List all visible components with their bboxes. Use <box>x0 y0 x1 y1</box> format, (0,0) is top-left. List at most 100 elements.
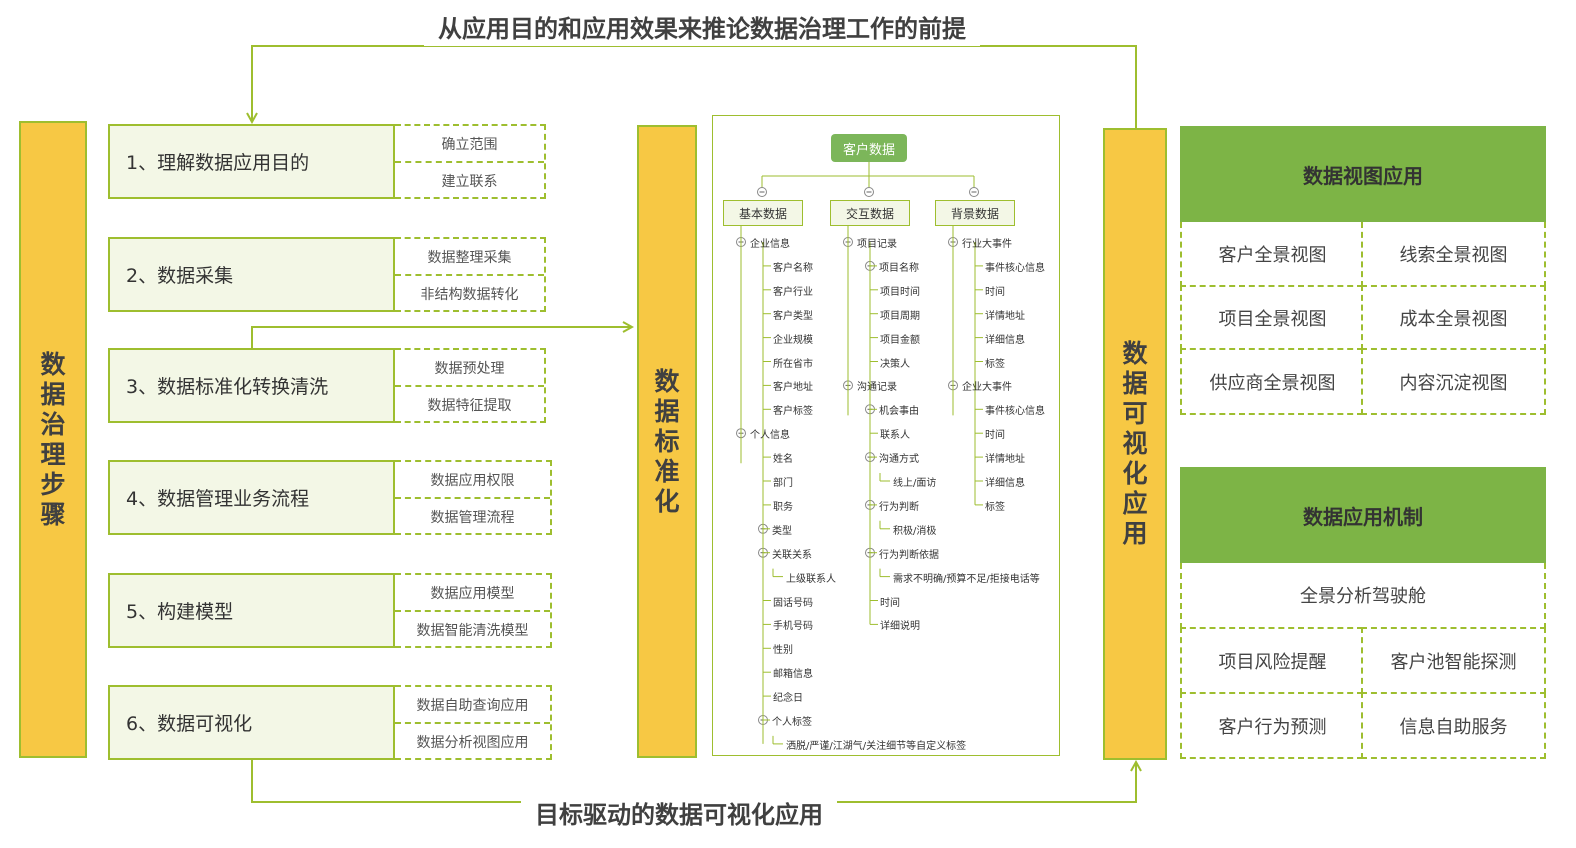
mechanism-cell: 客户行为预测 <box>1180 692 1363 759</box>
tree-node: 时间 <box>985 286 1005 298</box>
step-sub-item: 数据应用权限 <box>430 472 515 489</box>
visualization-app-label: 数据可视化应用 <box>1122 339 1148 548</box>
top-loop-line <box>252 45 1137 128</box>
tree-node: 标签 <box>985 501 1005 513</box>
tree-node: 纪念日 <box>773 693 803 705</box>
tree-node: 事件核心信息 <box>985 262 1045 274</box>
standardize-arrow <box>251 327 632 348</box>
tree-node: 关联关系 <box>772 549 812 561</box>
tree-node: 客户类型 <box>773 310 813 322</box>
step-sub-item: 数据智能清洗模型 <box>416 622 529 639</box>
tree-root: 客户数据 <box>831 134 907 162</box>
tree-node: 上级联系人 <box>786 573 836 585</box>
tree-node: 时间 <box>880 597 900 609</box>
standardization-bar: 数据标准化 <box>637 125 697 758</box>
tree-node: 行为判断依据 <box>879 549 939 561</box>
tree-node: 项目金额 <box>880 334 920 346</box>
tree-node: 手机号码 <box>773 621 813 633</box>
step-box: 3、数据标准化转换清洗 <box>108 348 395 423</box>
tree-head: 交互数据 <box>830 200 910 226</box>
tree-node: 姓名 <box>773 454 793 466</box>
tree-node: 项目时间 <box>880 286 920 298</box>
tree-node: 企业大事件 <box>962 382 1012 394</box>
tree-node: 职务 <box>773 501 793 513</box>
step-sub-box: 数据应用权限数据管理流程 <box>395 460 552 535</box>
tree-node: 需求不明确/预算不足/拒接电话等 <box>893 573 1040 585</box>
step-sub-item: 数据自助查询应用 <box>416 697 529 714</box>
tree-node: 积极/消极 <box>893 525 937 537</box>
step-sub-item: 非结构数据转化 <box>420 286 519 303</box>
tree-node: 详细信息 <box>985 478 1025 489</box>
step-box: 1、理解数据应用目的 <box>108 124 395 199</box>
step-box: 2、数据采集 <box>108 237 395 312</box>
data-view-title: 数据视图应用 <box>1180 126 1546 222</box>
tree-node: 沟通方式 <box>879 454 919 466</box>
mechanism-cell: 客户池智能探测 <box>1361 627 1546 694</box>
step-sub-box: 确立范围建立联系 <box>395 124 546 199</box>
tree-node: 项目名称 <box>879 262 919 274</box>
governance-steps-label: 数据治理步骤 <box>40 349 66 529</box>
data-view-panel: 数据视图应用 客户全景视图 线索全景视图 项目全景视图 成本全景视图 供应商全景… <box>1180 126 1546 415</box>
sub-divider <box>395 161 544 163</box>
tree-node: 个人信息 <box>750 430 790 442</box>
step-sub-box: 数据整理采集非结构数据转化 <box>395 237 546 312</box>
step-sub-item: 数据特征提取 <box>427 397 512 414</box>
tree-node: 详细信息 <box>985 334 1025 346</box>
tree-node: 固话号码 <box>773 597 813 609</box>
tree-node: 企业信息 <box>750 239 790 250</box>
tree-node: 时间 <box>985 430 1005 442</box>
step-box: 5、构建模型 <box>108 573 395 648</box>
view-cell: 成本全景视图 <box>1361 285 1546 350</box>
tree-node: 沟通记录 <box>857 382 897 394</box>
sub-divider <box>395 610 550 612</box>
tree-node: 详情地址 <box>985 310 1025 322</box>
view-cell: 供应商全景视图 <box>1180 348 1363 415</box>
mechanism-cell: 项目风险提醒 <box>1180 627 1363 694</box>
tree-node: 项目周期 <box>880 310 920 322</box>
step-sub-item: 数据应用模型 <box>430 585 515 602</box>
step-sub-item: 建立联系 <box>441 173 498 190</box>
tree-head: 背景数据 <box>935 200 1015 226</box>
sub-divider <box>395 722 550 724</box>
bottom-title: 目标驱动的数据可视化应用 <box>521 798 837 832</box>
data-mechanism-title: 数据应用机制 <box>1180 467 1546 563</box>
tree-node: 联系人 <box>880 430 910 442</box>
tree-node: 线上/面访 <box>893 478 937 489</box>
bottom-loop-line <box>251 760 1136 803</box>
tree-node: 洒脱/严谨/江湖气/关注细节等自定义标签 <box>786 740 967 752</box>
sub-divider <box>395 497 550 499</box>
tree-lines <box>736 162 983 745</box>
step-sub-box: 数据预处理数据特征提取 <box>395 348 546 423</box>
tree-node: 详细说明 <box>880 621 920 633</box>
tree-node: 个人标签 <box>772 717 812 728</box>
step-sub-item: 数据整理采集 <box>427 249 512 266</box>
tree-node: 客户地址 <box>773 382 813 394</box>
tree-node: 项目记录 <box>857 239 897 250</box>
tree-node: 性别 <box>773 645 793 657</box>
tree-node: 企业规模 <box>773 334 813 346</box>
step-sub-item: 数据分析视图应用 <box>416 734 529 751</box>
tree-node: 邮箱信息 <box>773 669 813 681</box>
tree-node: 标签 <box>985 358 1005 370</box>
tree-node: 客户名称 <box>773 262 813 274</box>
view-cell: 内容沉淀视图 <box>1361 348 1546 415</box>
sub-divider <box>395 274 544 276</box>
step-sub-item: 数据预处理 <box>434 360 505 377</box>
tree-head: 基本数据 <box>723 200 803 226</box>
step-sub-item: 确立范围 <box>441 136 498 153</box>
view-cell: 项目全景视图 <box>1180 285 1363 350</box>
standardization-label: 数据标准化 <box>654 366 680 516</box>
tree-node: 机会事由 <box>879 406 919 418</box>
mechanism-cell: 信息自助服务 <box>1361 692 1546 759</box>
customer-data-tree: 客户数据 基本数据企业信息客户名称客户行业客户类型企业规模所在省市客户地址客户标… <box>712 115 1060 756</box>
tree-node: 类型 <box>772 525 792 537</box>
mechanism-cockpit-cell: 全景分析驾驶舱 <box>1180 563 1546 629</box>
top-title: 从应用目的和应用效果来推论数据治理工作的前提 <box>424 12 980 46</box>
tree-node: 客户标签 <box>773 406 813 418</box>
sub-divider <box>395 385 544 387</box>
tree-node: 部门 <box>773 478 793 489</box>
step-box: 6、数据可视化 <box>108 685 395 760</box>
tree-node: 行业大事件 <box>962 239 1012 250</box>
tree-node: 事件核心信息 <box>985 406 1045 418</box>
tree-node: 所在省市 <box>773 358 813 370</box>
